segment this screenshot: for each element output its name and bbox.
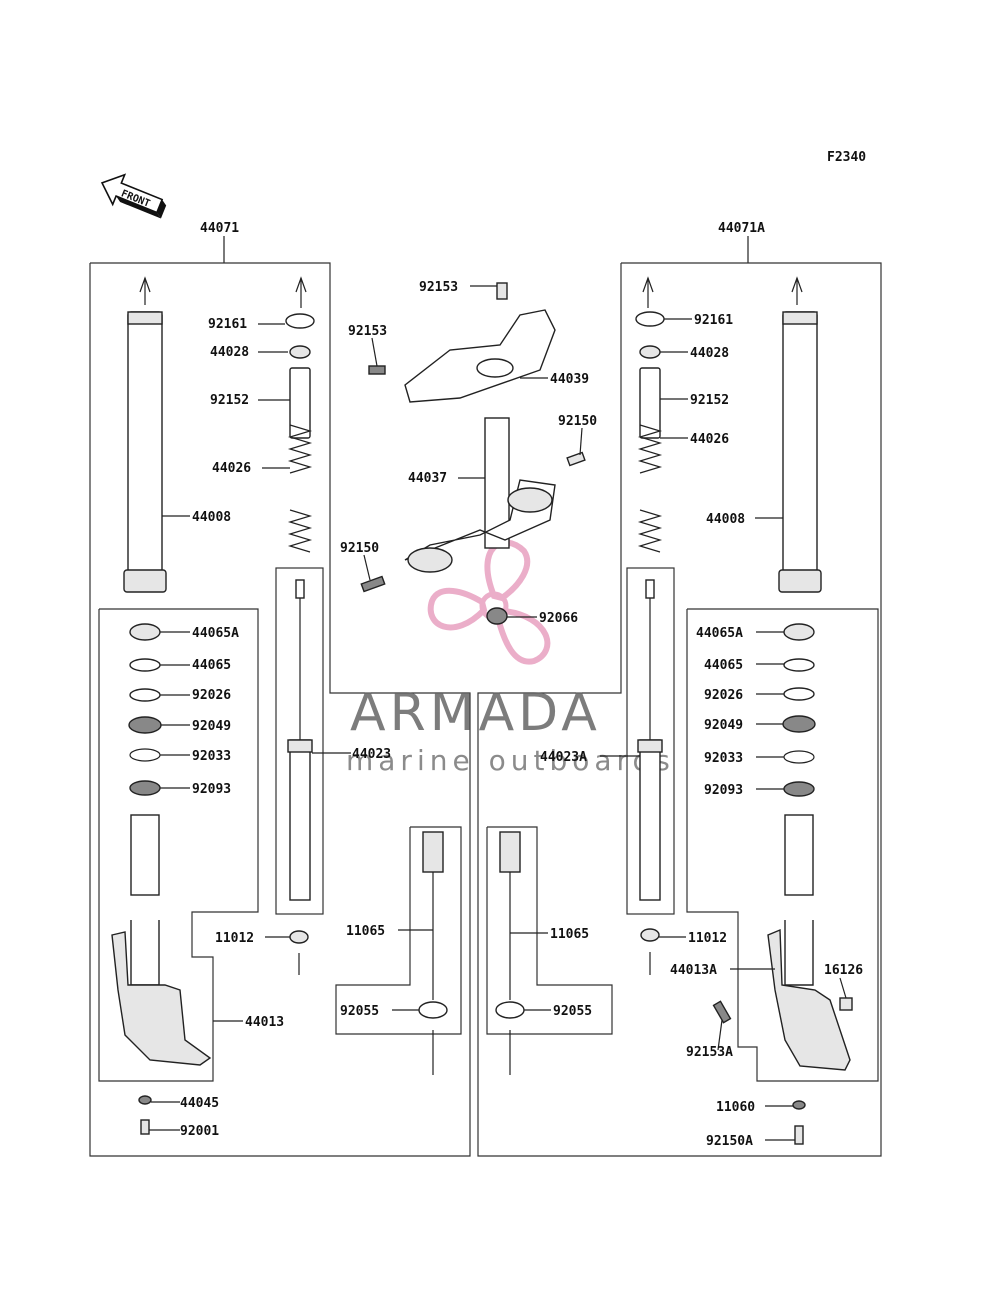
left-damper-rod: [287, 579, 313, 901]
label-left-92001: 92001: [180, 1124, 219, 1139]
right-bottom-bolt: [792, 1100, 806, 1145]
label-left-92049: 92049: [192, 719, 231, 734]
label-left-44065: 44065: [192, 658, 231, 673]
label-right-92153A: 92153A: [686, 1045, 733, 1060]
label-right-92055: 92055: [553, 1004, 592, 1019]
right-cartridge: [495, 831, 525, 1075]
watermark-title: ARMADA: [350, 683, 601, 743]
left-inner-tube: [111, 814, 212, 1066]
left-cap: [285, 276, 315, 439]
right-outer-tube: [778, 276, 822, 593]
label-92150-right: 92150: [558, 414, 597, 429]
label-right-44065: 44065: [704, 658, 743, 673]
label-44071A: 44071A: [718, 221, 765, 236]
label-left-44023: 44023: [352, 747, 391, 762]
label-right-11060: 11060: [716, 1100, 755, 1115]
left-cartridge: [418, 831, 448, 1075]
right-lower-bushing: [640, 928, 660, 975]
label-left-11012: 11012: [215, 931, 254, 946]
label-92066: 92066: [539, 611, 578, 626]
right-cap: [635, 276, 665, 439]
watermark: ARMADA marine outboards: [346, 539, 675, 777]
label-left-92055: 92055: [340, 1004, 379, 1019]
left-fork-assembly-box: [89, 236, 471, 1157]
label-left-44013: 44013: [245, 1015, 284, 1030]
label-right-16126: 16126: [824, 963, 863, 978]
label-44039: 44039: [550, 372, 589, 387]
label-left-92161: 92161: [208, 317, 247, 332]
label-right-44013A: 44013A: [670, 963, 717, 978]
label-right-44008: 44008: [706, 512, 745, 527]
left-lower-bushing: [289, 930, 309, 975]
watermark-subtitle: marine outboards: [346, 744, 675, 777]
left-spring: [287, 424, 313, 553]
label-44071: 44071: [200, 221, 239, 236]
label-right-44023A: 44023A: [540, 750, 587, 765]
label-right-92150A: 92150A: [706, 1134, 753, 1149]
label-right-44026: 44026: [690, 432, 729, 447]
label-right-92049: 92049: [704, 718, 743, 733]
label-92153-left: 92153: [348, 324, 387, 339]
label-left-44065A: 44065A: [192, 626, 239, 641]
left-seals: [128, 623, 162, 796]
right-inner-tube: [767, 814, 851, 1071]
label-right-44028: 44028: [690, 346, 729, 361]
left-outer-tube: [123, 276, 167, 593]
label-left-92026: 92026: [192, 688, 231, 703]
part-labels: 44071 44071A 92153 92153 44039 92150 440…: [180, 221, 863, 1149]
label-right-11012: 11012: [688, 931, 727, 946]
label-right-92026: 92026: [704, 688, 743, 703]
label-right-44065A: 44065A: [696, 626, 743, 641]
right-seals: [782, 623, 816, 797]
label-left-92152: 92152: [210, 393, 249, 408]
label-right-11065: 11065: [550, 927, 589, 942]
right-fork-assembly-box: [477, 236, 882, 1157]
label-left-44008: 44008: [192, 510, 231, 525]
label-left-44028: 44028: [210, 345, 249, 360]
label-92150-left: 92150: [340, 541, 379, 556]
front-arrow-icon: FRONT: [100, 173, 167, 219]
upper-triple-clamp: [368, 282, 556, 403]
figure-code: F2340: [827, 150, 866, 165]
label-right-92161: 92161: [694, 313, 733, 328]
leader-lines: [149, 285, 847, 1141]
label-right-92033: 92033: [704, 751, 743, 766]
label-right-92152: 92152: [690, 393, 729, 408]
label-left-44045: 44045: [180, 1096, 219, 1111]
label-left-92033: 92033: [192, 749, 231, 764]
left-bottom-bolt: [138, 1095, 152, 1135]
right-spring: [637, 424, 663, 553]
label-right-92093: 92093: [704, 783, 743, 798]
lower-triple-clamp: [360, 417, 586, 625]
label-left-11065: 11065: [346, 924, 385, 939]
label-left-92093: 92093: [192, 782, 231, 797]
right-damper-rod: [637, 579, 663, 901]
label-92153-top: 92153: [419, 280, 458, 295]
label-44037: 44037: [408, 471, 447, 486]
label-left-44026: 44026: [212, 461, 251, 476]
